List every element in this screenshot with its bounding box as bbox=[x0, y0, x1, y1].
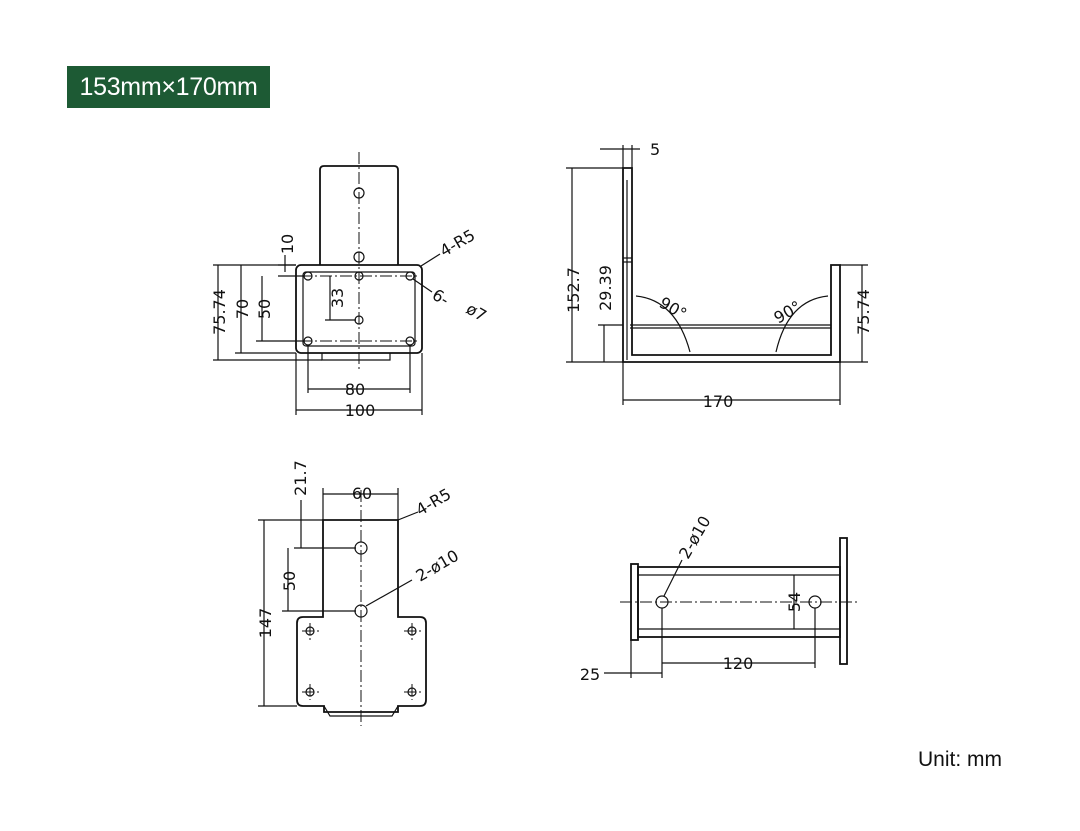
label-2-o10-top: 2-ø10 bbox=[413, 546, 462, 586]
label-4-r5: 4-R5 bbox=[437, 225, 479, 260]
dim-70: 70 bbox=[233, 299, 252, 319]
dim-80: 80 bbox=[345, 380, 365, 399]
side-view: 5 152.7 29.39 75.74 170 90° 90° bbox=[564, 140, 873, 411]
dim-75-74: 75.74 bbox=[210, 289, 229, 335]
dim-54: 54 bbox=[785, 592, 804, 612]
dim-21-7: 21.7 bbox=[291, 460, 310, 496]
dim-50-top: 50 bbox=[280, 571, 299, 591]
dim-25: 25 bbox=[580, 665, 600, 684]
front-view: 10 75.74 70 50 33 80 100 4-R5 6- ø7 bbox=[210, 152, 490, 420]
label-2-o10-bottom: 2-ø10 bbox=[675, 513, 715, 562]
angle-right: 90° bbox=[771, 297, 805, 328]
dim-100: 100 bbox=[345, 401, 376, 420]
dim-75-74-side: 75.74 bbox=[854, 289, 873, 335]
size-badge: 153mm×170mm bbox=[67, 66, 270, 108]
bottom-view: 2-ø10 54 25 120 bbox=[580, 513, 858, 684]
label-6: 6- bbox=[429, 285, 452, 309]
label-o7: ø7 bbox=[463, 299, 490, 325]
dim-10: 10 bbox=[278, 234, 297, 254]
dim-152-7: 152.7 bbox=[564, 267, 583, 313]
angle-left: 90° bbox=[656, 293, 690, 324]
unit-label: Unit: mm bbox=[918, 748, 1002, 771]
dim-147: 147 bbox=[256, 608, 275, 639]
dim-170: 170 bbox=[703, 392, 734, 411]
dim-33: 33 bbox=[328, 288, 347, 308]
top-view: 21.7 60 4-R5 50 147 2-ø10 bbox=[256, 460, 462, 726]
dim-29-39: 29.39 bbox=[596, 265, 615, 311]
dim-5: 5 bbox=[650, 140, 660, 159]
dim-120: 120 bbox=[723, 654, 754, 673]
label-4-r5-top: 4-R5 bbox=[413, 484, 455, 519]
dim-50: 50 bbox=[255, 299, 274, 319]
dim-60: 60 bbox=[352, 484, 372, 503]
